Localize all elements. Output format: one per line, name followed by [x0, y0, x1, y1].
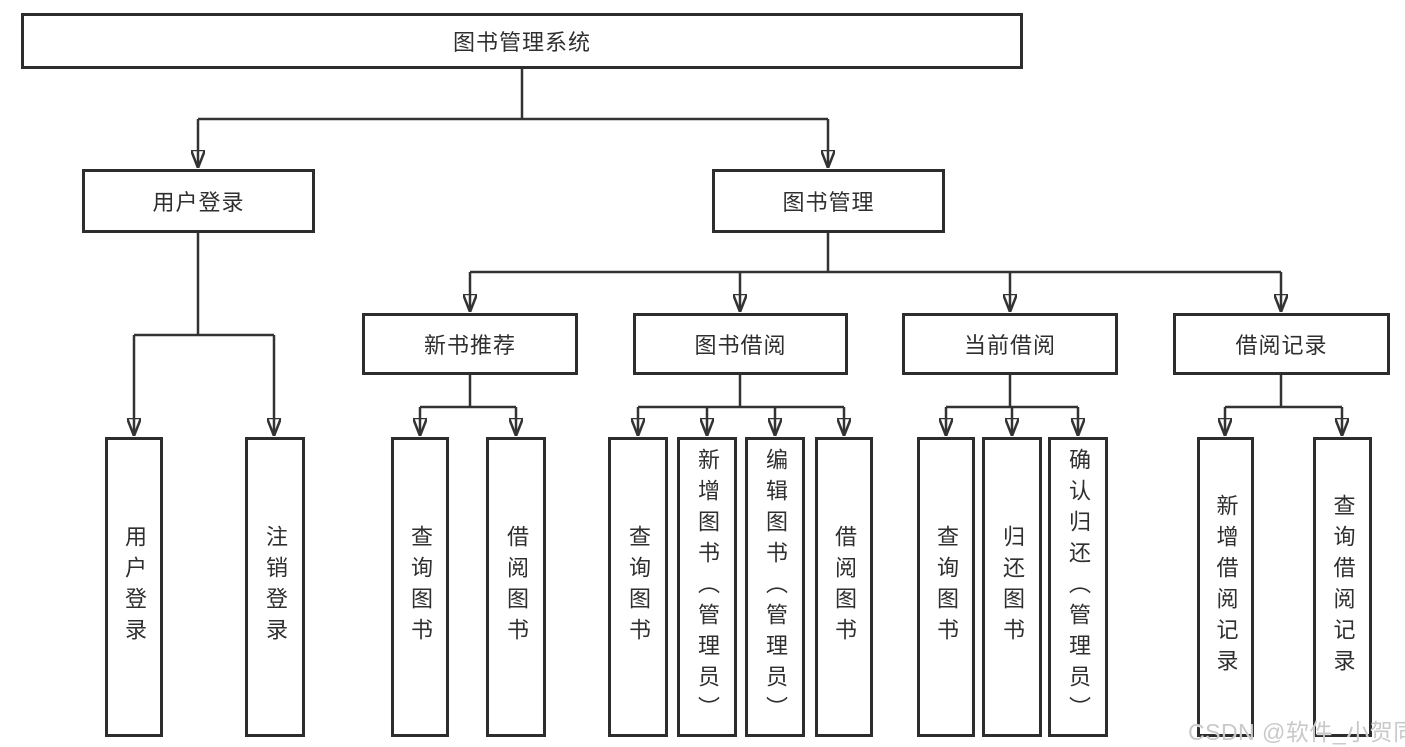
leaf-borrowing-query-books: 查询图书 — [608, 437, 668, 737]
node-label: 查询图书 — [408, 525, 433, 649]
leaf-borrowing-edit-books-admin: 编辑图书（管理员） — [745, 437, 805, 737]
connector-new-book-children — [420, 375, 516, 436]
connector-records-children — [1225, 375, 1342, 436]
node-label: 当前借阅 — [963, 333, 1056, 358]
node-label: 新增借阅记录 — [1213, 494, 1239, 680]
connector-book-borrowing-children — [638, 375, 844, 436]
node-label: 图书管理 — [782, 190, 875, 215]
connector-current-borrowing-children — [946, 375, 1078, 436]
leaf-borrowing-borrow-books: 借阅图书 — [815, 437, 873, 737]
leaf-recommend-borrow-books: 借阅图书 — [486, 437, 546, 737]
node-book-borrowing: 图书借阅 — [633, 313, 848, 375]
node-label: 新增图书（管理员） — [695, 447, 720, 727]
watermark-text: CSDN @软件_小贺同学 — [1188, 719, 1405, 745]
node-label: 借阅图书 — [832, 525, 857, 649]
node-label: 归还图书 — [1000, 525, 1025, 649]
node-book-management: 图书管理 — [712, 169, 945, 233]
node-label: 确认归还（管理员） — [1066, 447, 1091, 727]
leaf-user-login: 用户登录 — [105, 437, 163, 737]
leaf-current-return-books: 归还图书 — [982, 437, 1042, 737]
node-label: 注销登录 — [263, 525, 288, 649]
node-current-borrowing: 当前借阅 — [902, 313, 1118, 375]
leaf-records-query-record: 查询借阅记录 — [1313, 437, 1372, 737]
node-label: 编辑图书（管理员） — [763, 447, 788, 727]
connector-root-to-level2 — [198, 69, 828, 168]
leaf-current-query-books: 查询图书 — [917, 437, 975, 737]
node-new-book-recommendation: 新书推荐 — [362, 313, 578, 375]
node-label: 查询图书 — [934, 525, 959, 649]
leaf-current-confirm-return-admin: 确认归还（管理员） — [1048, 437, 1108, 737]
node-label: 图书管理系统 — [452, 30, 591, 55]
leaf-recommend-query-books: 查询图书 — [391, 437, 449, 737]
node-label: 查询图书 — [626, 525, 651, 649]
node-label: 新书推荐 — [423, 333, 516, 358]
node-root-system: 图书管理系统 — [21, 13, 1023, 69]
node-label: 借阅图书 — [504, 525, 529, 649]
connector-user-login-children — [134, 233, 274, 436]
leaf-records-add-record: 新增借阅记录 — [1197, 437, 1254, 737]
node-label: 用户登录 — [122, 525, 147, 649]
connector-book-management-children — [470, 233, 1281, 312]
node-borrowing-records: 借阅记录 — [1173, 313, 1390, 375]
leaf-logout: 注销登录 — [245, 437, 305, 737]
node-user-login: 用户登录 — [82, 169, 315, 233]
node-label: 用户登录 — [152, 190, 245, 215]
node-label: 图书借阅 — [694, 333, 787, 358]
node-label: 借阅记录 — [1235, 333, 1328, 358]
node-label: 查询借阅记录 — [1330, 494, 1356, 680]
leaf-borrowing-add-books-admin: 新增图书（管理员） — [677, 437, 737, 737]
